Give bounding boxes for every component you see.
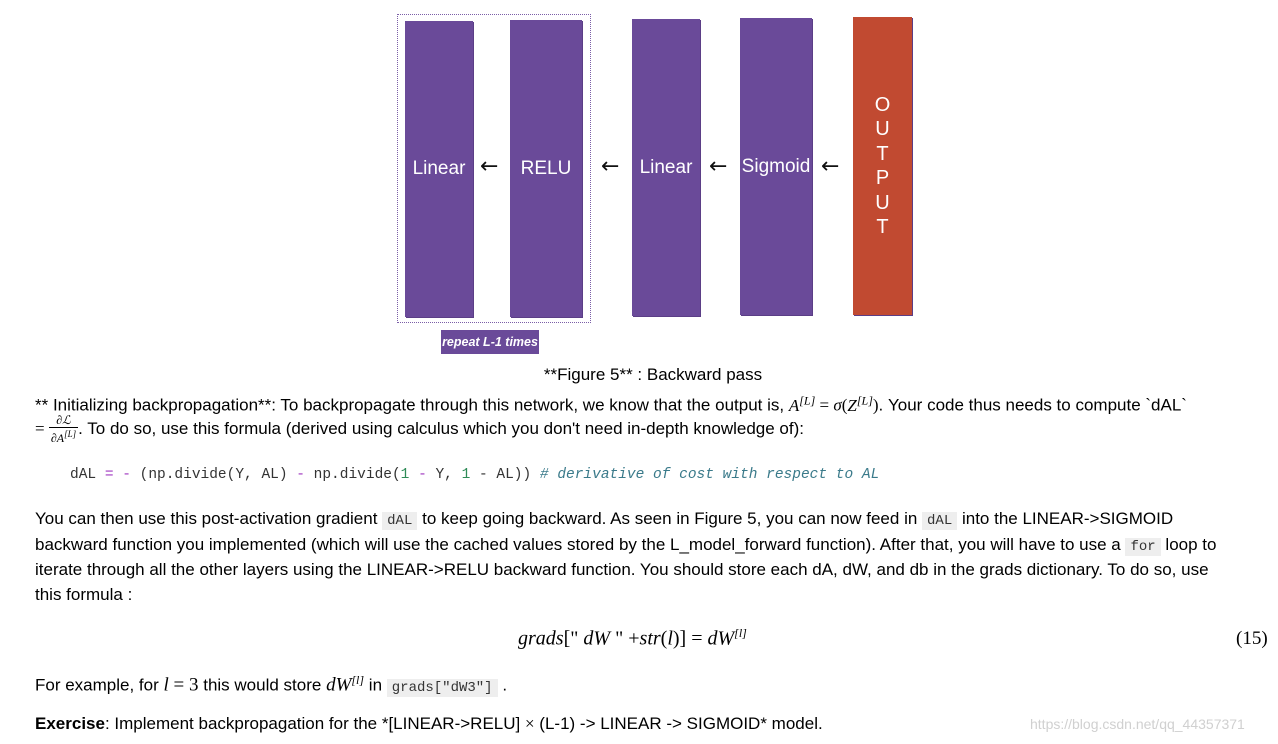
repeat-group-box xyxy=(397,14,591,323)
output-letter: O xyxy=(874,93,891,116)
inline-code-for: for xyxy=(1125,538,1161,556)
watermark: https://blog.csdn.net/qq_44357371 xyxy=(1030,716,1245,732)
linear-block-2-label: Linear xyxy=(639,156,693,178)
equation-number: (15) xyxy=(1236,628,1268,649)
output-letter: P xyxy=(875,167,890,189)
linear-block-2: Linear xyxy=(632,19,700,316)
inline-code-grads: grads["dW3"] xyxy=(386,678,498,697)
para2-line3: iterate through all the other layers usi… xyxy=(35,560,1209,579)
para2-line1: You can then use this post-activation gr… xyxy=(35,509,1174,530)
partial-derivative-formula: ∂ℒ∂A[L] xyxy=(48,413,79,445)
formula-output: A[L] xyxy=(788,393,816,415)
equals-sign: = xyxy=(35,418,49,438)
left-arrow-icon: ← xyxy=(821,154,840,179)
inline-code-dal: dAL xyxy=(922,512,958,530)
output-letter: T xyxy=(876,142,889,165)
init-text-line2: . To do so, use this formula (derived us… xyxy=(78,418,804,438)
code-comment: # derivative of cost with respect to AL xyxy=(539,467,880,483)
repeat-label: repeat L-1 times xyxy=(441,330,539,354)
output-letter: T xyxy=(876,216,889,238)
output-letter: U xyxy=(875,118,890,140)
linear-block-1-label: Linear xyxy=(412,158,466,179)
left-arrow-icon: ← xyxy=(601,154,620,179)
dal-code-block: dAL = - (np.divide(Y, AL) - np.divide(1 … xyxy=(70,467,880,483)
linear-block-1: Linear xyxy=(405,21,473,317)
init-paragraph-line2: = ∂ℒ∂A[L]. To do so, use this formula (d… xyxy=(35,414,804,445)
init-text-suffix: . Your code thus needs to compute `dAL` xyxy=(878,395,1187,415)
example-line: For example, for l = 3 this would store … xyxy=(35,673,508,697)
exercise-line: Exercise: Implement backpropagation for … xyxy=(35,714,823,733)
para2-line4: this formula : xyxy=(35,585,133,604)
sigmoid-block: Sigmoid xyxy=(740,18,812,315)
output-block: O U T P U T xyxy=(853,17,912,315)
sigmoid-block-label: Sigmoid xyxy=(741,155,811,177)
init-text: ** Initializing backpropagation**: To ba… xyxy=(35,395,789,415)
figure-caption: **Figure 5** : Backward pass xyxy=(543,365,763,384)
relu-block: RELU xyxy=(510,20,582,317)
relu-block-label: RELU xyxy=(520,157,572,179)
init-paragraph-line1: ** Initializing backpropagation**: To ba… xyxy=(35,393,1187,415)
left-arrow-icon: ← xyxy=(480,154,499,179)
para2-line2: backward function you implemented (which… xyxy=(35,535,1217,556)
left-arrow-icon: ← xyxy=(709,154,728,179)
exercise-label: Exercise xyxy=(35,714,105,733)
inline-code-dal: dAL xyxy=(382,512,418,530)
grads-equation: grads[" dW " +str(l)] = dW[l] xyxy=(518,626,747,650)
output-letter: U xyxy=(875,191,890,214)
